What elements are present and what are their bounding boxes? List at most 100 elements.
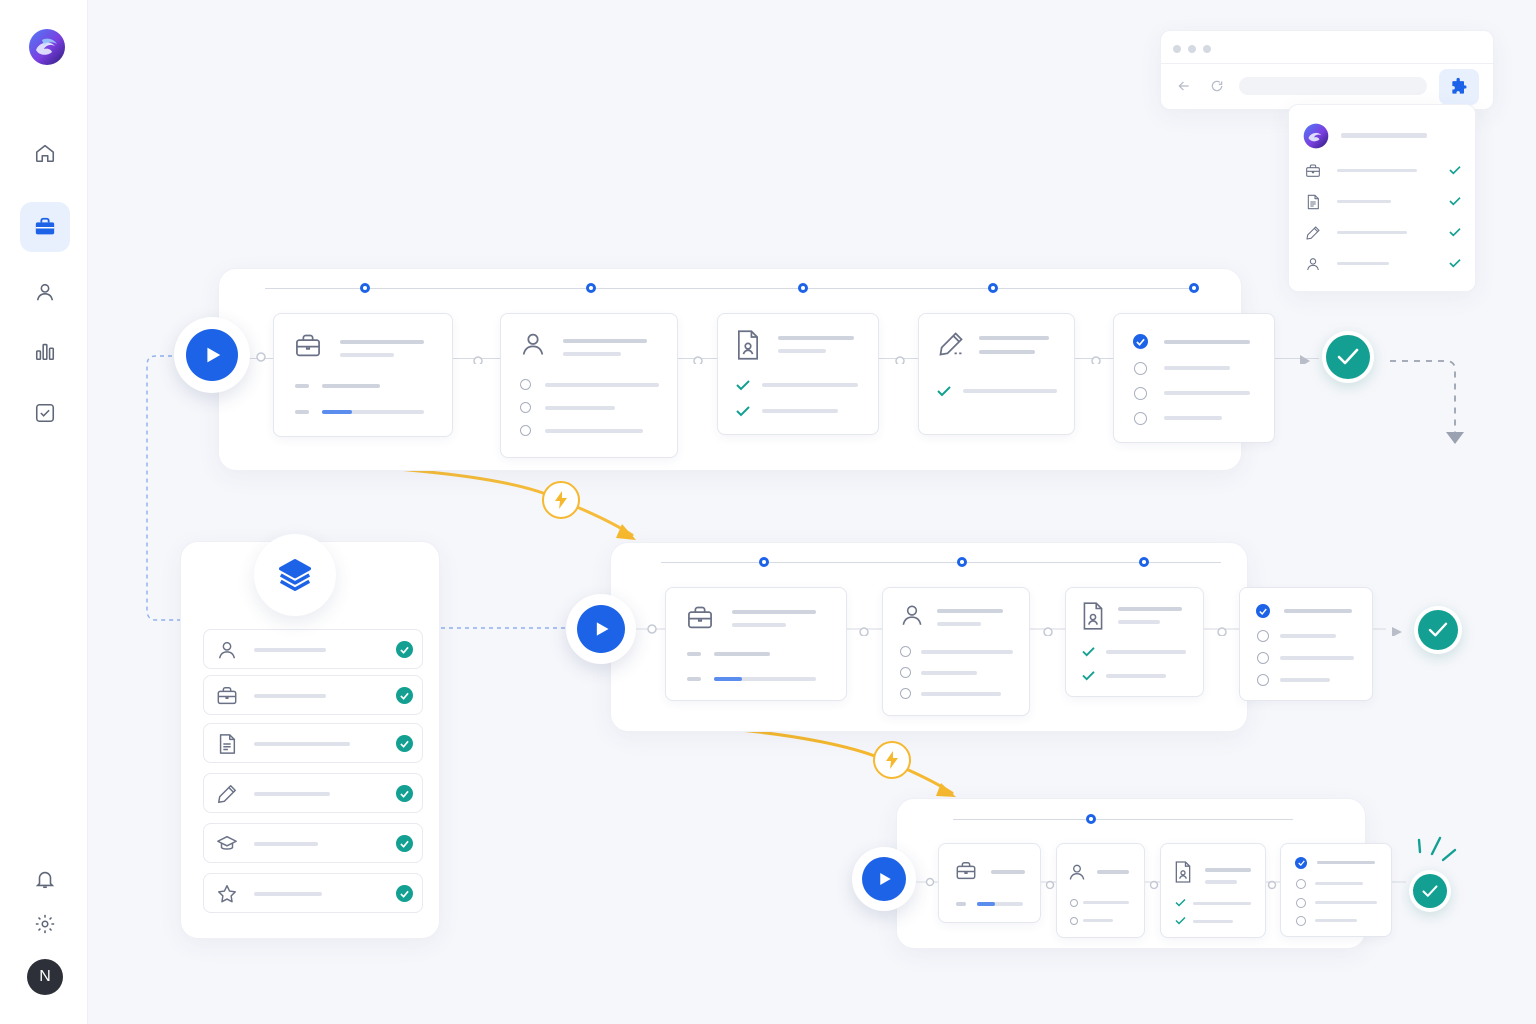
checked-radio-icon	[1295, 857, 1307, 869]
step-marker	[360, 283, 370, 293]
step-card-candidate[interactable]	[500, 313, 678, 458]
reload-icon[interactable]	[1210, 79, 1224, 93]
app-logo[interactable]	[28, 28, 66, 66]
pencil-icon	[1306, 226, 1320, 240]
run-workflow-2-button[interactable]	[566, 594, 636, 664]
extension-item[interactable]	[1303, 161, 1463, 181]
checklist-header-badge	[254, 534, 336, 616]
sidebar-item-home[interactable]	[20, 128, 70, 178]
extension-item[interactable]	[1303, 192, 1463, 212]
check-icon	[1428, 622, 1448, 637]
sidebar-item-analytics[interactable]	[20, 326, 70, 376]
sidebar: N	[0, 0, 88, 1024]
step-marker	[988, 283, 998, 293]
check-icon	[736, 380, 750, 391]
checklist-item[interactable]	[203, 873, 423, 913]
gear-icon	[35, 914, 55, 934]
extension-popup	[1288, 104, 1476, 292]
user-icon	[1307, 258, 1319, 271]
run-workflow-3-button[interactable]	[852, 847, 916, 911]
complete-check-icon	[396, 687, 413, 704]
avatar-initial: N	[39, 968, 51, 985]
checklist-item[interactable]	[203, 823, 423, 863]
step-card-document[interactable]	[717, 313, 879, 435]
run-workflow-1-button[interactable]	[174, 317, 250, 393]
settings-button[interactable]	[20, 899, 70, 949]
sidebar-item-jobs[interactable]	[20, 202, 70, 252]
step-card-job[interactable]	[938, 843, 1041, 923]
step-card-checklist[interactable]	[1280, 843, 1392, 937]
user-icon	[902, 605, 922, 625]
play-icon	[880, 873, 891, 885]
step-card-job[interactable]	[665, 587, 847, 701]
step-card-checklist[interactable]	[1113, 313, 1275, 443]
complete-check-icon	[396, 735, 413, 752]
step-card-checklist[interactable]	[1239, 587, 1373, 701]
avatar[interactable]: N	[27, 959, 63, 995]
step-marker	[798, 283, 808, 293]
back-icon[interactable]	[1177, 79, 1191, 93]
check-icon	[1449, 197, 1461, 206]
check-icon	[937, 386, 951, 397]
briefcase-icon	[296, 334, 320, 357]
pencil-icon	[218, 785, 236, 803]
browser-window	[1160, 30, 1495, 110]
layers-icon	[279, 559, 311, 591]
step-card-candidate[interactable]	[882, 587, 1030, 716]
workflow-1-joints	[256, 352, 1310, 364]
app-logo-small	[1303, 123, 1329, 149]
step-marker	[1086, 814, 1096, 824]
notifications-button[interactable]	[20, 854, 70, 904]
progress-fill	[714, 677, 742, 681]
extension-item[interactable]	[1303, 254, 1463, 274]
user-icon	[218, 641, 236, 659]
step-marker	[586, 283, 596, 293]
check-icon	[1175, 916, 1186, 925]
trigger-bolt-2[interactable]	[873, 741, 911, 779]
checklist-item[interactable]	[203, 773, 423, 813]
check-icon	[1449, 228, 1461, 237]
bell-icon	[35, 871, 55, 889]
step-card-document[interactable]	[1065, 587, 1204, 697]
briefcase-icon	[688, 606, 712, 629]
complete-check-icon	[396, 785, 413, 802]
complete-check-icon	[396, 885, 413, 902]
step-card-sign[interactable]	[918, 313, 1075, 435]
check-icon	[1082, 671, 1095, 681]
bar-chart-icon	[35, 343, 55, 361]
checklist-item[interactable]	[203, 675, 423, 715]
user-icon	[522, 333, 544, 355]
check-icon	[1337, 348, 1359, 365]
check-icon	[1449, 166, 1461, 175]
progress-fill	[977, 902, 995, 906]
extension-item[interactable]	[1303, 223, 1463, 243]
address-bar[interactable]	[1239, 77, 1427, 95]
document-user-icon	[738, 330, 758, 360]
star-icon	[218, 885, 236, 903]
check-icon	[736, 406, 750, 417]
check-icon	[1175, 898, 1186, 907]
step-card-job[interactable]	[273, 313, 453, 437]
checkbox-icon	[35, 403, 55, 423]
extension-button[interactable]	[1439, 69, 1479, 105]
step-card-candidate[interactable]	[1056, 843, 1145, 938]
checklist-item[interactable]	[203, 629, 423, 669]
play-icon	[596, 622, 609, 636]
checklist-item[interactable]	[203, 723, 423, 763]
briefcase-icon	[1306, 164, 1320, 177]
briefcase-icon	[35, 217, 55, 235]
document-icon	[219, 734, 236, 754]
pencil-icon	[939, 332, 963, 356]
workflow-2-complete	[1414, 606, 1462, 654]
complete-check-icon	[396, 641, 413, 658]
lightning-icon	[555, 491, 567, 509]
sidebar-item-profile[interactable]	[20, 267, 70, 317]
workflow-3-complete	[1409, 870, 1451, 912]
trigger-bolt-1[interactable]	[542, 481, 580, 519]
workflow-1-complete	[1322, 331, 1374, 383]
step-marker	[1139, 557, 1149, 567]
step-card-document[interactable]	[1160, 843, 1266, 938]
step-marker	[1189, 283, 1199, 293]
complete-check-icon	[396, 835, 413, 852]
sidebar-item-tasks[interactable]	[20, 388, 70, 438]
